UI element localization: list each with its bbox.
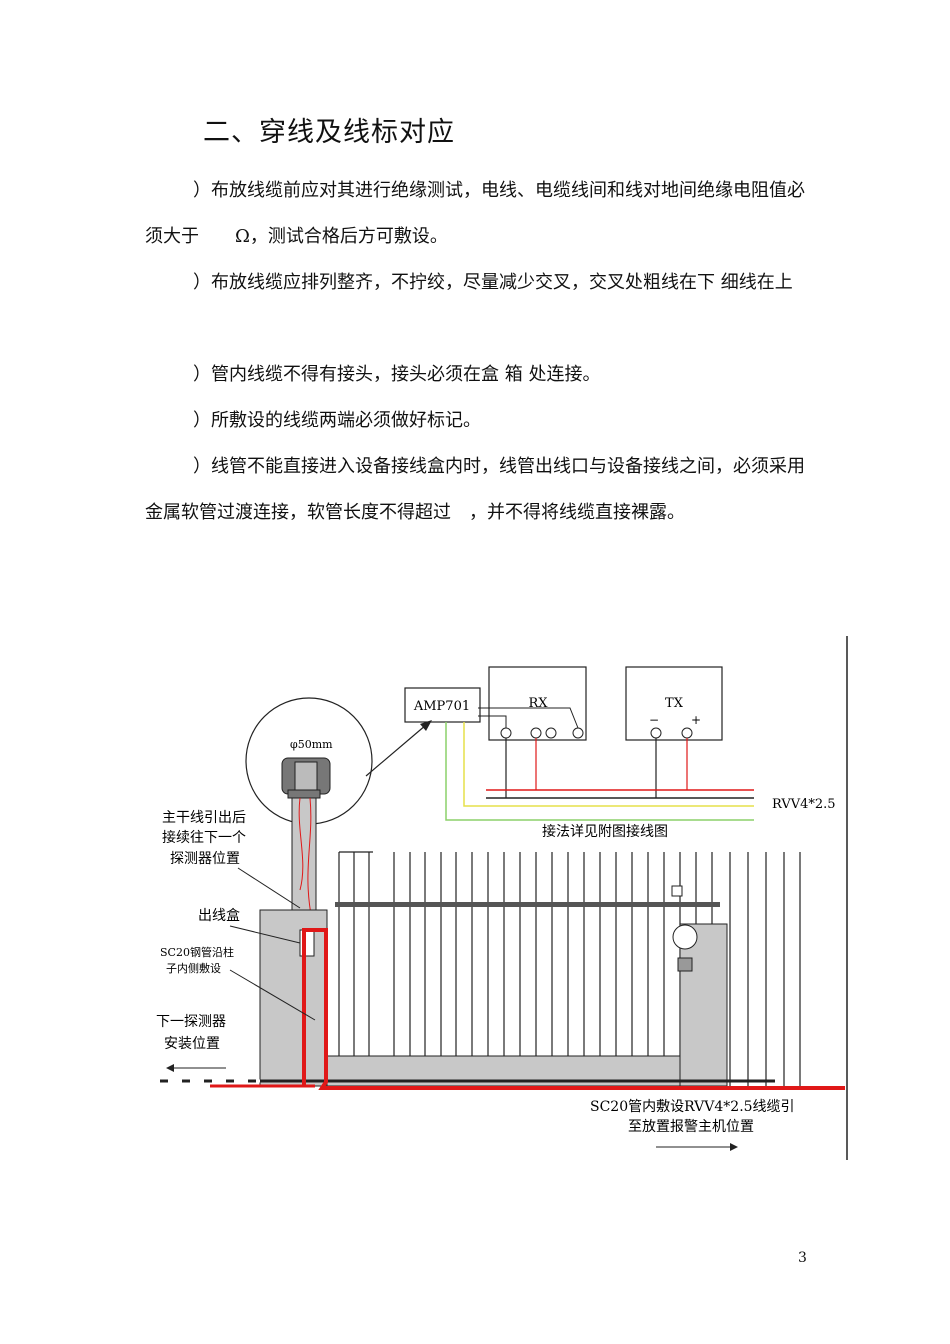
rx-internal-wire bbox=[478, 715, 507, 728]
trunk-note-line-1: 主干线引出后 bbox=[162, 810, 246, 826]
tx-minus-label: − bbox=[649, 713, 659, 727]
paragraph-5: ）线管不能直接进入设备接线盒内时，线管出线口与设备接线之间，必须采用金属软管过渡… bbox=[145, 456, 805, 523]
tx-plus-label: + bbox=[691, 713, 701, 727]
section-heading: 二、穿线及线标对应 bbox=[203, 117, 455, 148]
paragraph-3: ）管内线缆不得有接头，接头必须在盒 箱 处连接。 bbox=[193, 364, 601, 385]
bottom-note-line-1: SC20管内敷设RVV4*2.5线缆引 bbox=[590, 1099, 795, 1115]
fence-rail bbox=[335, 902, 720, 907]
tx-label: TX bbox=[665, 696, 684, 711]
rx-terminal-1 bbox=[500, 727, 512, 739]
outlet-box-label: 出线盒 bbox=[198, 907, 240, 924]
next-detector-line-2: 安装位置 bbox=[164, 1036, 220, 1052]
bottom-note-arrowhead bbox=[730, 1143, 738, 1151]
tx-terminal-plus bbox=[681, 727, 693, 739]
magnifier-arrowhead bbox=[420, 720, 432, 731]
cable-yellow bbox=[463, 722, 754, 807]
conduit-note-line-2: 子内侧敷设 bbox=[166, 961, 221, 975]
rx-terminal-3 bbox=[545, 727, 557, 739]
conduit-note-line-1: SC20钢管沿柱 bbox=[160, 945, 234, 959]
page-number: 3 bbox=[798, 1250, 807, 1266]
detector-core bbox=[294, 761, 318, 793]
red-conduit bbox=[302, 928, 845, 1090]
conduit-note-pointer bbox=[229, 969, 316, 1021]
right-pillar bbox=[679, 923, 728, 1087]
right-detector bbox=[672, 924, 698, 950]
small-marker bbox=[671, 885, 683, 897]
amp701-box bbox=[404, 687, 481, 723]
right-detector-box bbox=[677, 957, 693, 972]
bottom-note-line-2: 至放置报警主机位置 bbox=[628, 1119, 754, 1135]
next-detector-arrowhead bbox=[166, 1064, 174, 1072]
outlet-box-pointer bbox=[229, 925, 301, 944]
magnifier-arrow bbox=[365, 724, 427, 777]
left-pillar bbox=[259, 909, 328, 1087]
trunk-note-line-2: 接续往下一个 bbox=[162, 829, 246, 846]
column-post bbox=[291, 793, 317, 911]
trunk-note-pointer bbox=[237, 867, 301, 909]
gate-wiring-diagram: AMP701 RX TX − + RVV4*2.5 接法详见附图接线图 φ50m… bbox=[146, 636, 848, 1160]
tx-terminal-minus bbox=[650, 727, 662, 739]
rx-label: RX bbox=[528, 696, 548, 711]
fence-bars bbox=[338, 851, 801, 1086]
paragraph-2: ）布放线缆应排列整齐，不拧绞，尽量减少交叉，交叉处粗线在下 细线在上 bbox=[193, 272, 793, 293]
trunk-note-line-3: 探测器位置 bbox=[170, 851, 240, 867]
next-detector-line-1: 下一探测器 bbox=[156, 1014, 226, 1030]
paragraph-4: ）所敷设的线缆两端必须做好标记。 bbox=[193, 410, 481, 431]
rx-terminal-4 bbox=[572, 727, 584, 739]
paragraph-1: ）布放线缆前应对其进行绝缘测试，电线、电缆线间和线对地间绝缘电阻值必须大于 Ω，… bbox=[145, 180, 805, 247]
rx-terminal-2 bbox=[530, 727, 542, 739]
rx-internal-wire-2 bbox=[478, 707, 579, 729]
cable-spec-label: RVV4*2.5 bbox=[772, 797, 836, 812]
cable-green bbox=[445, 722, 754, 821]
column-wires bbox=[298, 797, 313, 921]
amp701-label: AMP701 bbox=[413, 699, 470, 714]
wiring-note: 接法详见附图接线图 bbox=[542, 823, 668, 840]
column-cap bbox=[287, 789, 321, 799]
pipe-diameter-label: φ50mm bbox=[290, 738, 333, 751]
tx-box bbox=[625, 666, 723, 741]
